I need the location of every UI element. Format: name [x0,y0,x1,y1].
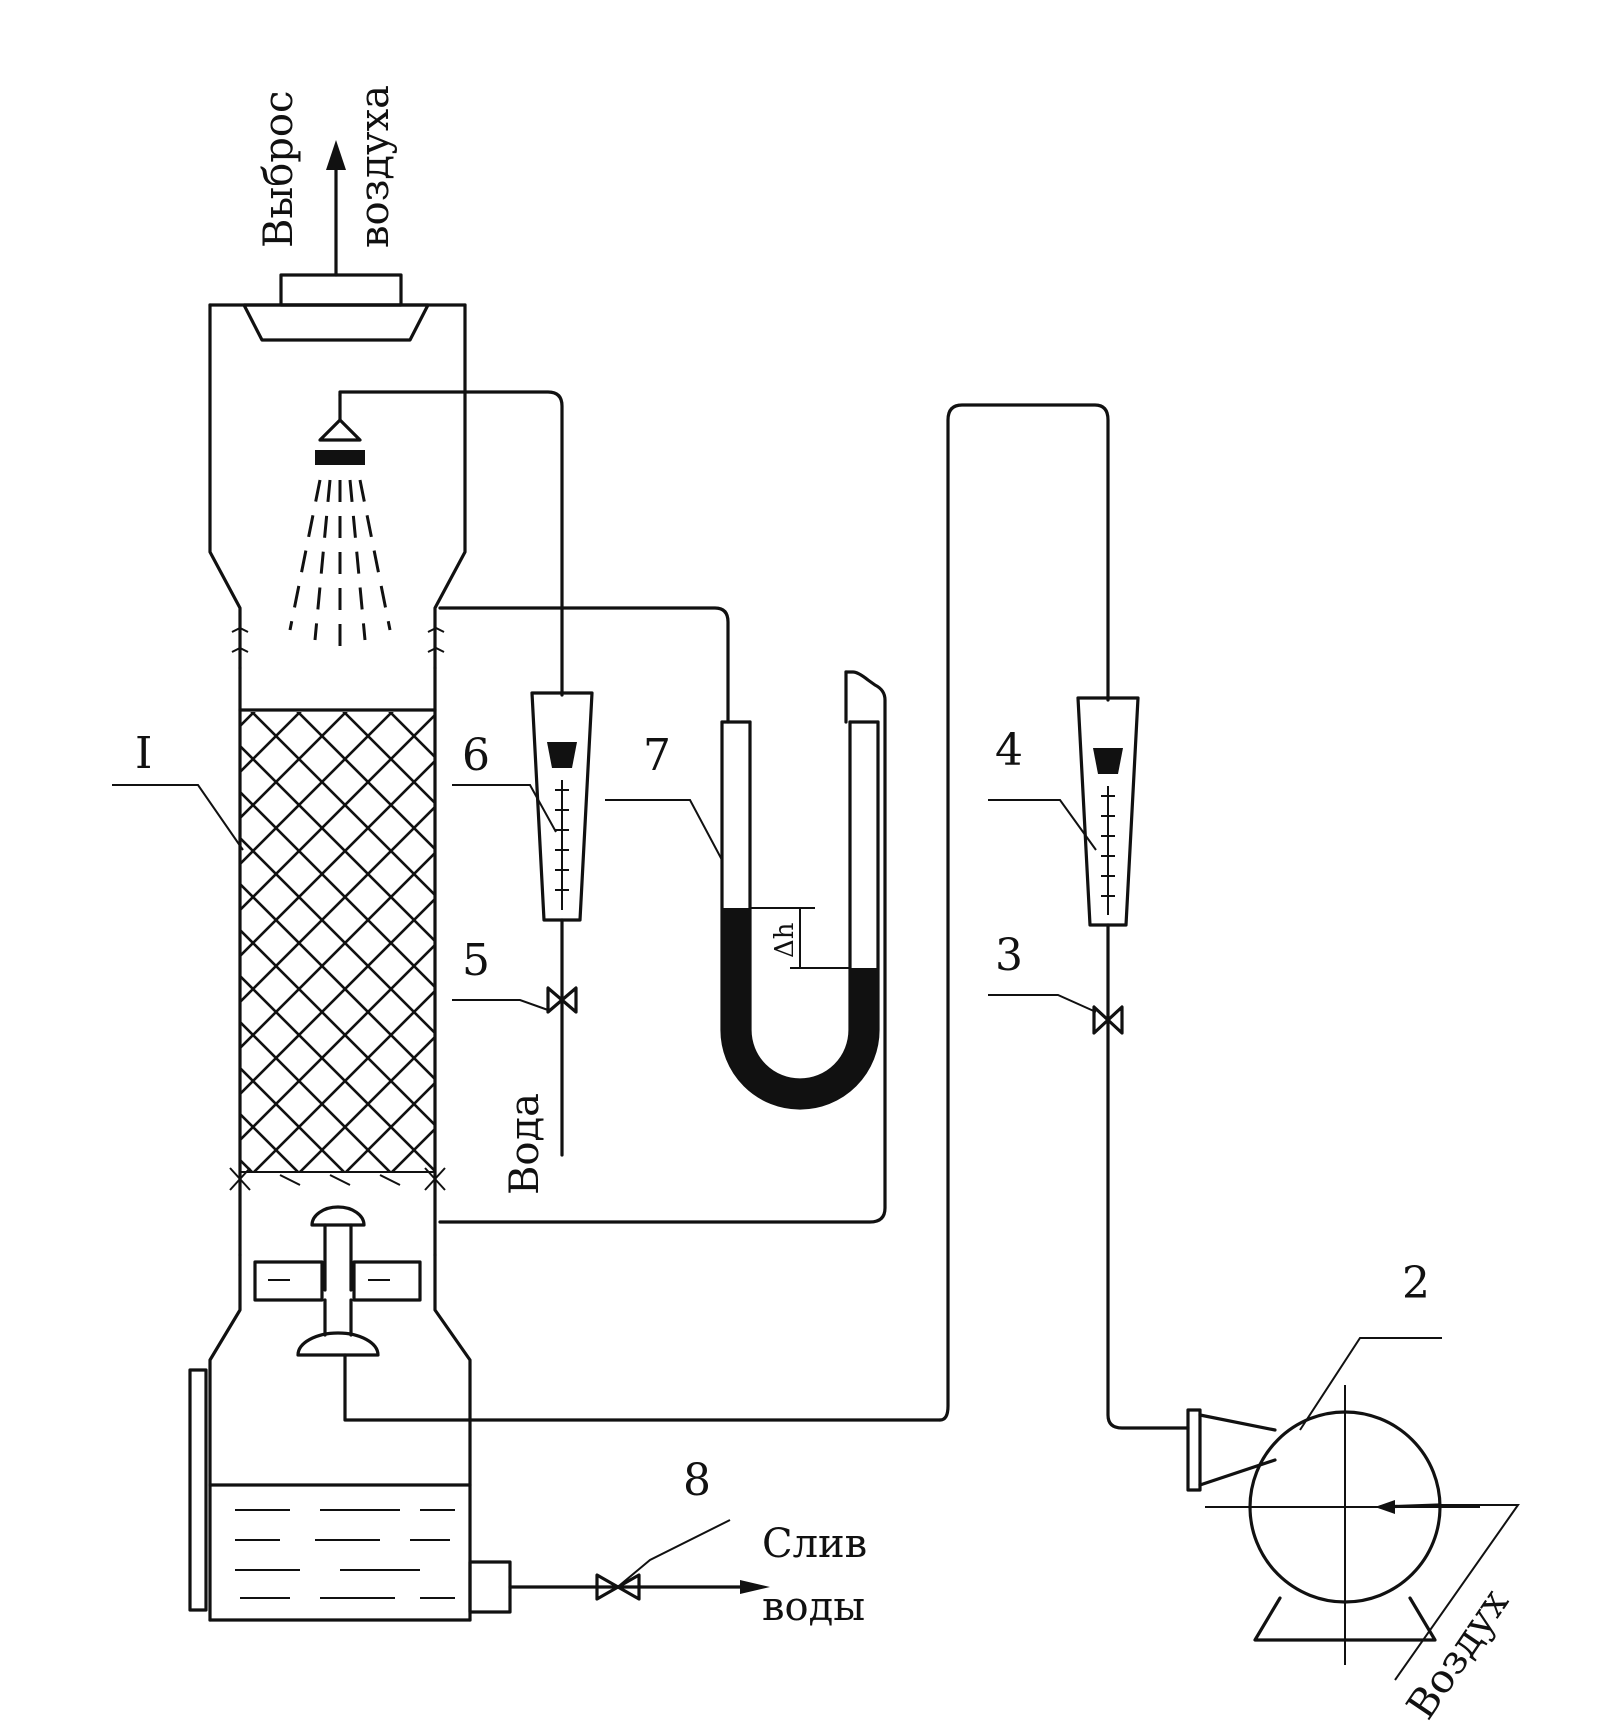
exhaust-label-1: Выброс [256,91,302,248]
water-rotameter [530,691,594,922]
air-line [938,403,1190,1430]
drain-label-2: воды [762,1584,865,1630]
column-number: I [135,728,152,779]
air-rotameter-number: 4 [995,725,1023,776]
column-body [188,303,472,1622]
drain-valve-number: 8 [683,1455,711,1506]
gas-distributor [253,1205,942,1422]
delta-h-label: Δh [770,922,800,958]
water-reservoir [208,1483,512,1614]
manometer-number: 7 [643,730,671,781]
water-inlet-label: Вода [502,1093,548,1195]
packing-bed [240,712,435,1172]
air-valve-number: 3 [995,930,1023,981]
drain-line [508,1519,770,1601]
water-line [338,390,578,1157]
drain-label-1: Слив [762,1521,867,1567]
exhaust-label-2: воздуха [352,85,398,248]
fan [1186,1385,1520,1681]
spray-nozzle [288,393,392,650]
water-valve-number: 5 [462,935,490,986]
fan-number: 2 [1402,1258,1430,1309]
air-rotameter [1076,696,1140,927]
water-rotameter-number: 6 [462,730,490,781]
air-inlet-label: Воздух [1398,1580,1518,1725]
